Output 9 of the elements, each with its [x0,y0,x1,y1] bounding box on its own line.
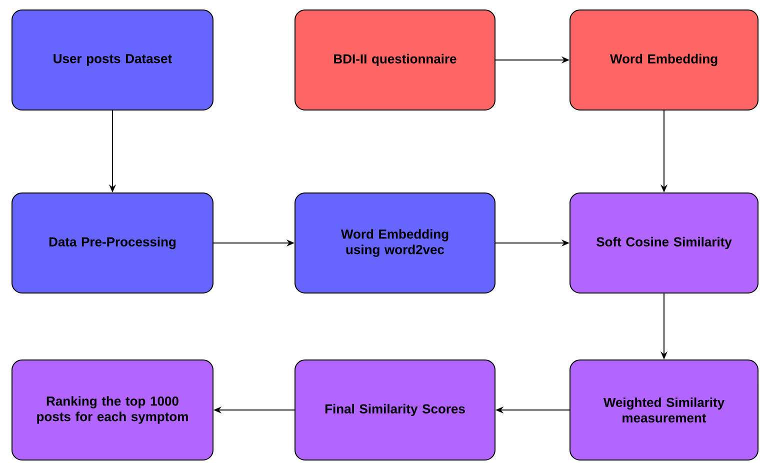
process-box: Ranking the top 1000 posts for each symptom [12,360,214,460]
process-box: Final Similarity Scores [294,360,496,460]
process-box: BDI-II questionnaire [294,10,496,110]
process-box: Soft Cosine Similarity [570,192,758,294]
process-box: User posts Dataset [12,10,214,110]
process-box: Word Embedding using word2vec [294,192,496,294]
process-box: Data Pre-Processing [12,192,214,294]
process-box: Word Embedding [570,10,758,110]
process-box: Weighted Similarity measurement [570,360,758,460]
